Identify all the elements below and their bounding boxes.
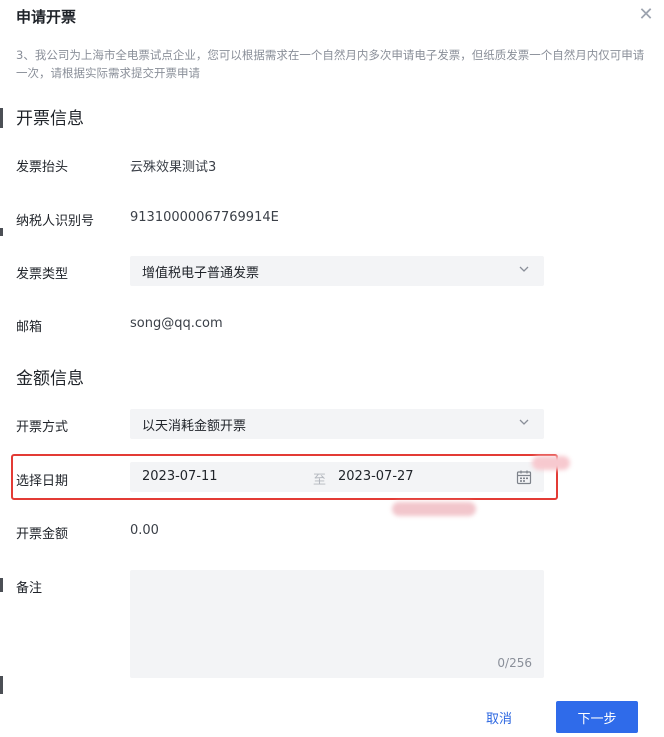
date-label: 选择日期 <box>16 474 69 489</box>
section-title-invoice: 开票信息 <box>16 109 84 129</box>
dialog-title: 申请开票 <box>16 8 77 26</box>
billing-method-label: 开票方式 <box>16 420 69 435</box>
section-marker <box>0 108 3 128</box>
email-label: 邮箱 <box>16 320 43 335</box>
chevron-down-icon <box>519 266 529 272</box>
billing-method-value: 以天消耗金额开票 <box>142 418 247 434</box>
remark-counter: 0/256 <box>497 656 532 670</box>
chevron-down-icon <box>519 419 529 425</box>
amount-value: 0.00 <box>130 523 159 538</box>
section-title-amount: 金额信息 <box>16 369 84 389</box>
invoice-type-value: 增值税电子普通发票 <box>142 265 260 281</box>
date-separator: 至 <box>313 473 327 488</box>
billing-method-select[interactable]: 以天消耗金额开票 <box>130 409 544 439</box>
amount-label: 开票金额 <box>16 527 69 542</box>
tax-id-value: 91310000067769914E <box>130 210 279 225</box>
invoice-type-select[interactable]: 增值税电子普通发票 <box>130 256 544 286</box>
edge-marker <box>0 578 3 592</box>
invoice-type-label: 发票类型 <box>16 267 69 282</box>
invoice-header-value: 云殊效果测试3 <box>130 160 217 175</box>
next-step-button[interactable]: 下一步 <box>556 701 638 733</box>
date-end-input[interactable]: 2023-07-27 <box>338 469 414 484</box>
close-icon[interactable]: ✕ <box>638 4 654 25</box>
remark-label: 备注 <box>16 581 43 596</box>
invoice-header-label: 发票抬头 <box>16 160 69 175</box>
date-start-input[interactable]: 2023-07-11 <box>142 469 218 484</box>
edge-marker <box>0 676 3 694</box>
watermark-blur <box>532 456 570 470</box>
watermark-blur <box>392 502 476 516</box>
notice-text: 3、我公司为上海市全电票试点企业，您可以根据需求在一个自然月内多次申请电子发票，… <box>16 48 645 80</box>
cancel-button[interactable]: 取消 <box>485 711 512 727</box>
remark-textarea[interactable]: 0/256 <box>130 570 544 678</box>
email-value: song@qq.com <box>130 316 223 331</box>
date-range-picker[interactable]: 2023-07-11 至 2023-07-27 <box>130 462 544 492</box>
edge-marker <box>0 228 3 236</box>
tax-id-label: 纳税人识别号 <box>16 214 95 229</box>
date-highlight-box <box>11 454 558 500</box>
calendar-icon[interactable] <box>516 469 532 485</box>
